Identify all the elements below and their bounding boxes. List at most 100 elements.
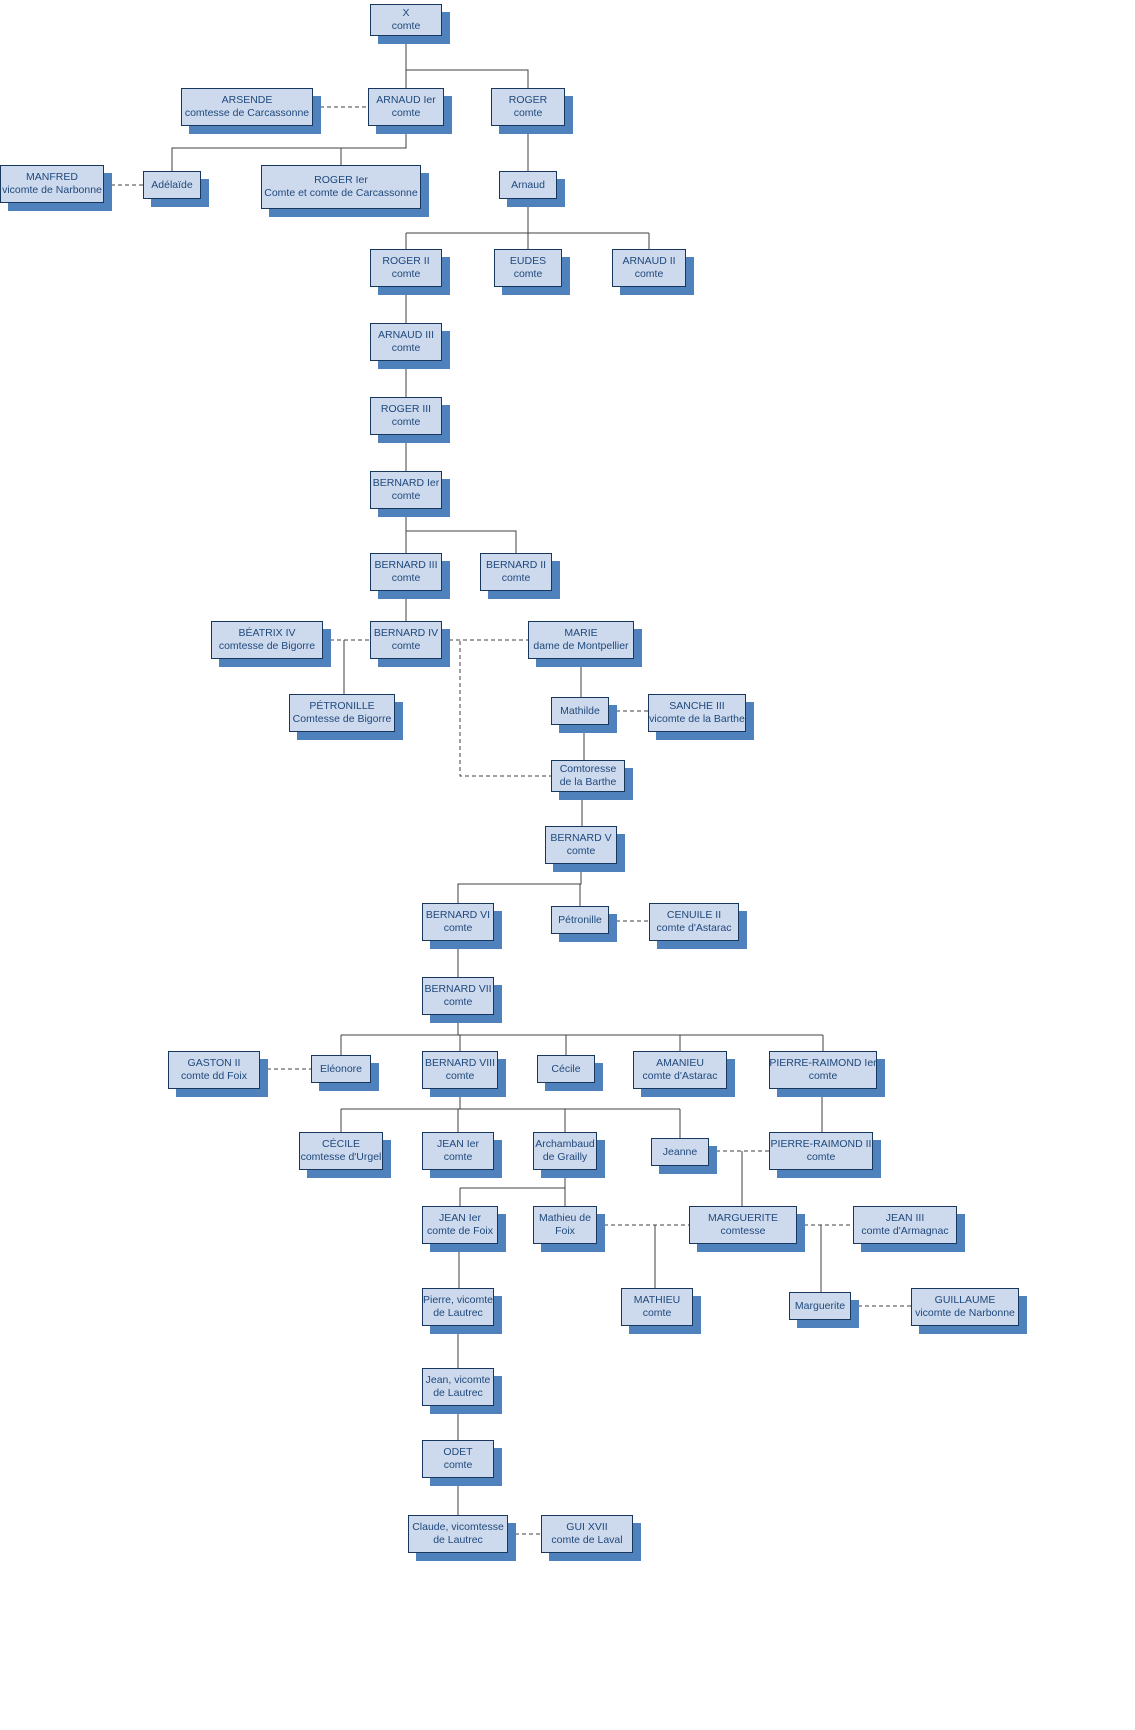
descent-connector-line xyxy=(457,864,582,903)
descent-connector-line xyxy=(406,69,529,88)
tree-node-jeanne: Jeanne xyxy=(651,1138,709,1166)
tree-node-label: comte xyxy=(443,1151,473,1163)
tree-node-label: MARGUERITE xyxy=(707,1212,778,1224)
tree-node-label: comte xyxy=(634,268,664,280)
tree-node-label: de Lautrec xyxy=(433,1307,483,1319)
tree-node-label: Pierre, vicomte xyxy=(422,1294,494,1306)
tree-node-label: comte xyxy=(501,572,531,584)
tree-node-label: Jean, vicomte xyxy=(425,1374,491,1386)
tree-node-label: BERNARD II xyxy=(485,559,547,571)
descent-connector-line xyxy=(171,126,407,171)
tree-node-label: ROGER Ier xyxy=(314,174,368,186)
tree-node-label: MARIE xyxy=(564,627,598,639)
tree-node-label: PIERRE-RAIMOND II xyxy=(770,1138,872,1150)
tree-node-label: comte de Laval xyxy=(551,1534,623,1546)
tree-node-label: ROGER III xyxy=(380,403,432,415)
tree-node-label: BÉATRIX IV xyxy=(238,627,296,639)
tree-node-label: comte xyxy=(566,845,596,857)
tree-node-label: PÉTRONILLE xyxy=(309,700,375,712)
tree-node-label: GASTON II xyxy=(187,1057,241,1069)
tree-node-label: Mathieu de xyxy=(539,1212,591,1224)
tree-node-label: comte xyxy=(391,107,421,119)
tree-node-label: BERNARD VII xyxy=(424,983,492,995)
tree-node-label: de la Barthe xyxy=(559,776,617,788)
tree-node-label: GUI XVII xyxy=(566,1521,608,1533)
tree-node-label: BERNARD V xyxy=(550,832,612,844)
tree-node-label: vicomte de Narbonne xyxy=(2,184,102,196)
tree-node-label: dame de Montpellier xyxy=(533,640,629,652)
tree-node-label: Comtesse de Bigorre xyxy=(292,713,392,725)
tree-node-label: comtesse de Carcassonne xyxy=(184,107,310,119)
tree-node-label: comte dd Foix xyxy=(181,1070,247,1082)
tree-node-label: ARNAUD Ier xyxy=(376,94,436,106)
tree-node-label: vicomte de la Barthe xyxy=(649,713,745,725)
tree-node-label: comte d'Armagnac xyxy=(861,1225,949,1237)
tree-node-label: comtesse de Bigorre xyxy=(218,640,316,652)
tree-node-label: comte xyxy=(391,20,421,32)
tree-node-label: ARNAUD II xyxy=(622,255,676,267)
tree-node-label: Jeanne xyxy=(662,1145,698,1158)
tree-node-label: BERNARD IV xyxy=(373,627,439,639)
tree-node-label: SANCHE III xyxy=(669,700,725,712)
tree-node-label: JEAN Ier xyxy=(438,1212,481,1224)
tree-node-petronille: Pétronille xyxy=(551,906,609,934)
tree-node-label: BERNARD VIII xyxy=(424,1057,495,1069)
tree-node-label: BERNARD Ier xyxy=(372,477,440,489)
tree-node-label: JEAN III xyxy=(885,1212,925,1224)
tree-node-label: comte d'Astarac xyxy=(656,922,732,934)
tree-node-label: ARNAUD III xyxy=(377,329,434,341)
tree-node-label: comtesse xyxy=(720,1225,766,1237)
tree-node-label: Arnaud xyxy=(511,178,545,191)
tree-node-label: Claude, vicomtesse xyxy=(412,1521,504,1533)
tree-node-label: AMANIEU xyxy=(656,1057,704,1069)
tree-node-label: comte de Foix xyxy=(427,1225,493,1237)
tree-node-label: comte xyxy=(391,342,421,354)
tree-node-label: de Grailly xyxy=(542,1151,588,1163)
tree-node-label: Marguerite xyxy=(794,1299,846,1312)
tree-node-adelaide: Adélaïde xyxy=(143,171,201,199)
tree-node-label: comte xyxy=(391,640,421,652)
tree-node-label: ODET xyxy=(443,1446,473,1458)
marriage-connector-line xyxy=(459,641,551,777)
tree-node-marguerite: Marguerite xyxy=(789,1292,851,1320)
tree-node-label: MANFRED xyxy=(26,171,78,183)
tree-node-label: comte xyxy=(642,1307,672,1319)
tree-node-label: ROGER xyxy=(508,94,548,106)
descent-connector-line xyxy=(406,530,517,553)
tree-node-label: de Lautrec xyxy=(433,1387,483,1399)
tree-node-label: EUDES xyxy=(509,255,547,267)
tree-node-label: vicomte de Narbonne xyxy=(915,1307,1015,1319)
tree-node-label: comte xyxy=(806,1151,836,1163)
tree-node-label: comte xyxy=(808,1070,838,1082)
